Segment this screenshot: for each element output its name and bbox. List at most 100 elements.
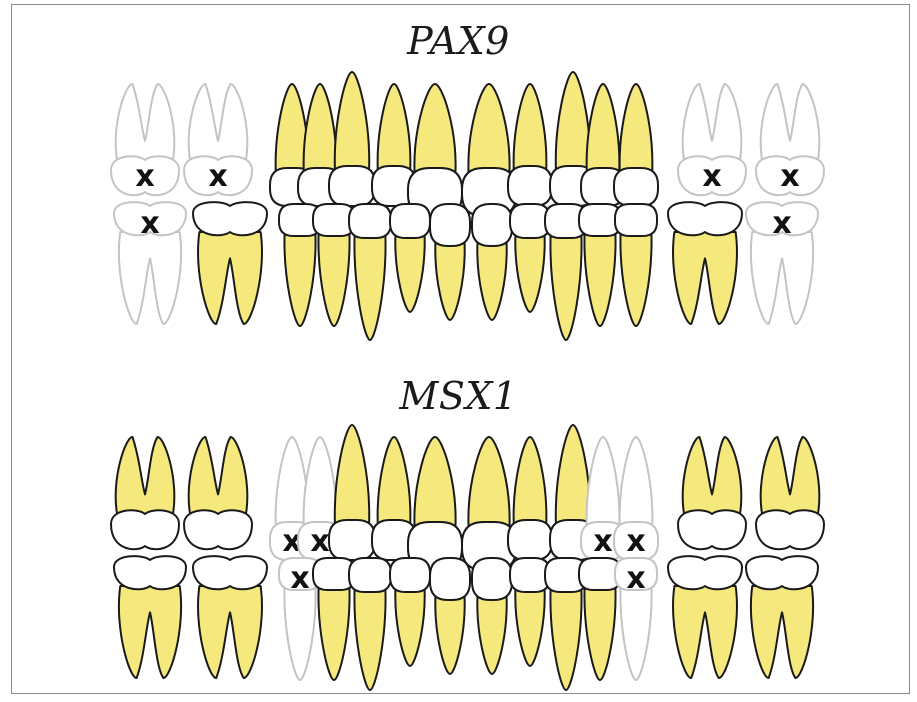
tooth-crown	[472, 204, 512, 246]
tooth-root	[435, 594, 464, 674]
tooth-root	[189, 84, 248, 160]
tooth-root	[304, 437, 337, 528]
tooth-root	[556, 425, 590, 526]
upper-premolar-tooth: x	[614, 437, 658, 560]
tooth-root	[414, 84, 455, 174]
tooth-root	[395, 232, 424, 312]
lower-molar-tooth: x	[114, 202, 186, 324]
tooth-root	[354, 586, 385, 690]
tooth-root	[556, 72, 590, 172]
tooth-crown	[508, 166, 552, 206]
lower-canine-tooth	[349, 204, 391, 340]
tooth-root	[515, 232, 544, 312]
tooth-root	[468, 84, 509, 174]
tooth-root	[584, 584, 615, 680]
tooth-root	[335, 425, 369, 526]
missing-tooth-mark: x	[208, 159, 227, 194]
lower-molar-tooth	[746, 556, 818, 678]
tooth-root	[761, 84, 820, 160]
tooth-root	[584, 230, 615, 326]
tooth-root	[620, 437, 653, 528]
tooth-root	[189, 437, 248, 514]
missing-tooth-mark: x	[135, 159, 154, 194]
tooth-root	[378, 437, 411, 526]
lower-molar-tooth	[193, 556, 267, 678]
missing-tooth-mark: x	[772, 206, 791, 241]
tooth-root	[318, 584, 349, 680]
tooth-crown	[430, 204, 470, 246]
tooth-crown	[508, 520, 552, 560]
upper-canine-tooth	[329, 72, 375, 206]
tooth-crown	[678, 510, 746, 549]
upper-molar-tooth	[111, 437, 179, 549]
upper-canine-tooth	[329, 425, 375, 560]
tooth-crown	[668, 202, 742, 235]
tooth-root	[284, 230, 315, 326]
tooth-crown	[390, 558, 430, 592]
upper-molar-tooth	[756, 437, 824, 549]
tooth-crown	[390, 204, 430, 238]
tooth-root	[683, 437, 742, 514]
lower-lateral-tooth	[390, 204, 430, 312]
tooth-root	[198, 586, 262, 678]
tooth-root	[395, 586, 424, 666]
upper-molar-tooth: x	[678, 84, 746, 195]
lower-central-tooth	[472, 204, 512, 320]
tooth-crown	[329, 166, 375, 206]
tooth-root	[673, 586, 737, 678]
tooth-root	[751, 232, 813, 324]
tooth-crown	[184, 510, 252, 549]
tooth-root	[116, 437, 175, 514]
upper-molar-tooth	[678, 437, 746, 549]
lower-lateral-tooth	[390, 558, 430, 666]
lower-molar-tooth: x	[746, 202, 818, 324]
upper-central-tooth	[462, 437, 516, 570]
lower-molar-tooth	[668, 202, 742, 324]
upper-central-tooth	[408, 437, 462, 570]
lower-premolar-tooth: x	[615, 558, 657, 680]
tooth-crown	[114, 556, 186, 589]
tooth-root	[673, 232, 737, 324]
upper-lateral-tooth	[508, 437, 552, 560]
tooth-crown	[329, 520, 375, 560]
upper-central-tooth	[408, 84, 462, 216]
tooth-root	[198, 232, 262, 324]
tooth-root	[587, 437, 620, 528]
tooth-root	[477, 594, 506, 674]
tooth-crown	[472, 558, 512, 600]
tooth-root	[620, 230, 651, 326]
missing-tooth-mark: x	[702, 159, 721, 194]
tooth-root	[550, 232, 581, 340]
tooth-root	[751, 586, 813, 678]
lower-canine-tooth	[349, 558, 391, 690]
tooth-root	[119, 232, 181, 324]
lower-premolar-tooth	[615, 204, 657, 326]
upper-molar-tooth	[184, 437, 252, 549]
tooth-root	[318, 230, 349, 326]
tooth-crown	[746, 556, 818, 589]
tooth-root	[414, 437, 455, 528]
tooth-crown	[349, 558, 391, 592]
missing-tooth-mark: x	[626, 524, 645, 559]
upper-central-tooth	[462, 84, 516, 216]
lower-molar-tooth	[193, 202, 267, 324]
missing-tooth-mark: x	[780, 159, 799, 194]
tooth-crown	[349, 204, 391, 238]
missing-tooth-mark: x	[626, 561, 645, 596]
lower-molar-tooth	[114, 556, 186, 678]
missing-tooth-mark: x	[310, 524, 329, 559]
missing-tooth-mark: x	[290, 561, 309, 596]
tooth-crown	[756, 510, 824, 549]
tooth-crown	[193, 556, 267, 589]
upper-molar-tooth: x	[111, 84, 179, 195]
tooth-crown	[668, 556, 742, 589]
tooth-root	[620, 84, 653, 174]
tooth-root	[284, 584, 315, 680]
tooth-root	[761, 437, 820, 514]
tooth-root	[119, 586, 181, 678]
tooth-root	[354, 232, 385, 340]
upper-molar-tooth: x	[756, 84, 824, 195]
upper-molar-tooth: x	[184, 84, 252, 195]
